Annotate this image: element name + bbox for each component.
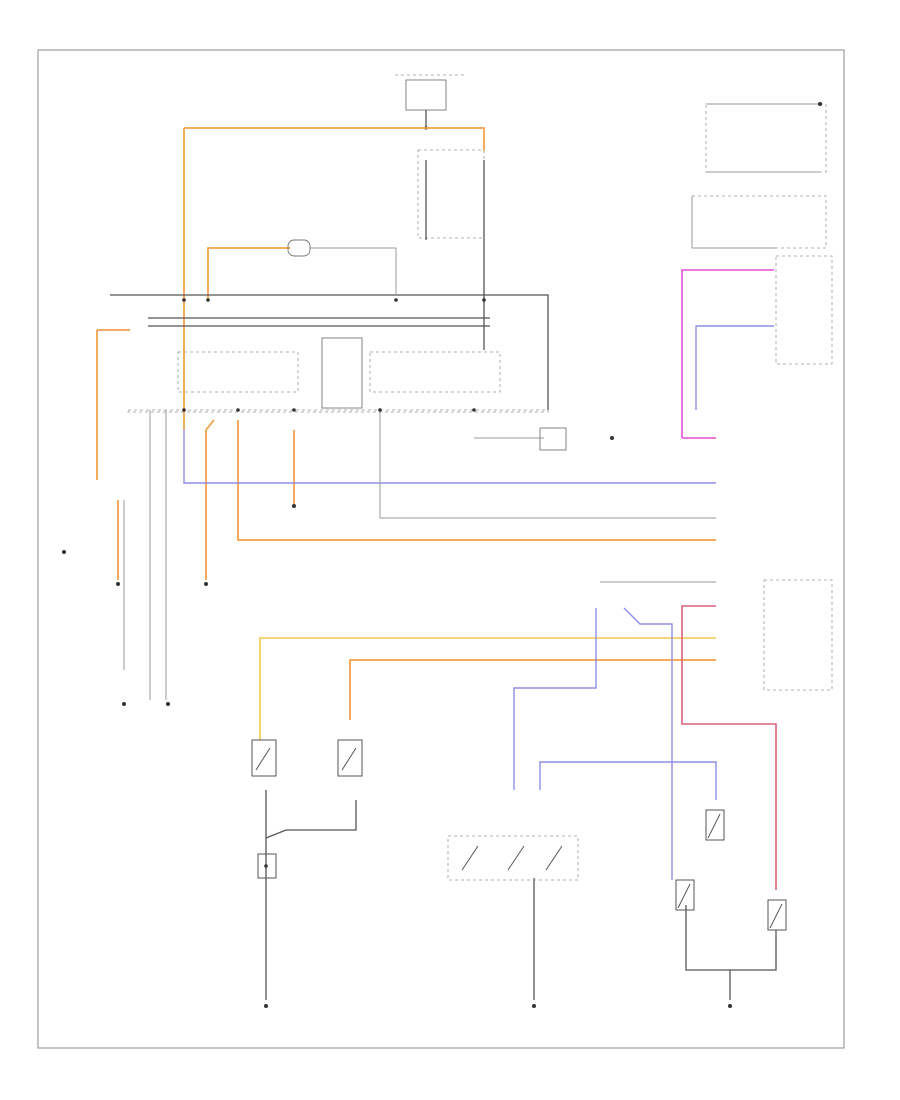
diagram-frame bbox=[37, 49, 845, 1049]
pink-wire bbox=[681, 269, 774, 439]
relay-modules bbox=[127, 103, 833, 881]
black-wires bbox=[110, 103, 820, 1000]
blue-wires bbox=[183, 325, 774, 880]
red-pink-wire bbox=[681, 605, 777, 890]
connector-nodes bbox=[182, 298, 486, 868]
top-fuse-block bbox=[395, 74, 485, 239]
courtesy-lamp bbox=[287, 239, 311, 257]
ground-symbols bbox=[62, 102, 822, 1008]
door-switches bbox=[251, 739, 787, 931]
orange-wires bbox=[96, 127, 716, 720]
yellow-wire bbox=[259, 637, 716, 740]
